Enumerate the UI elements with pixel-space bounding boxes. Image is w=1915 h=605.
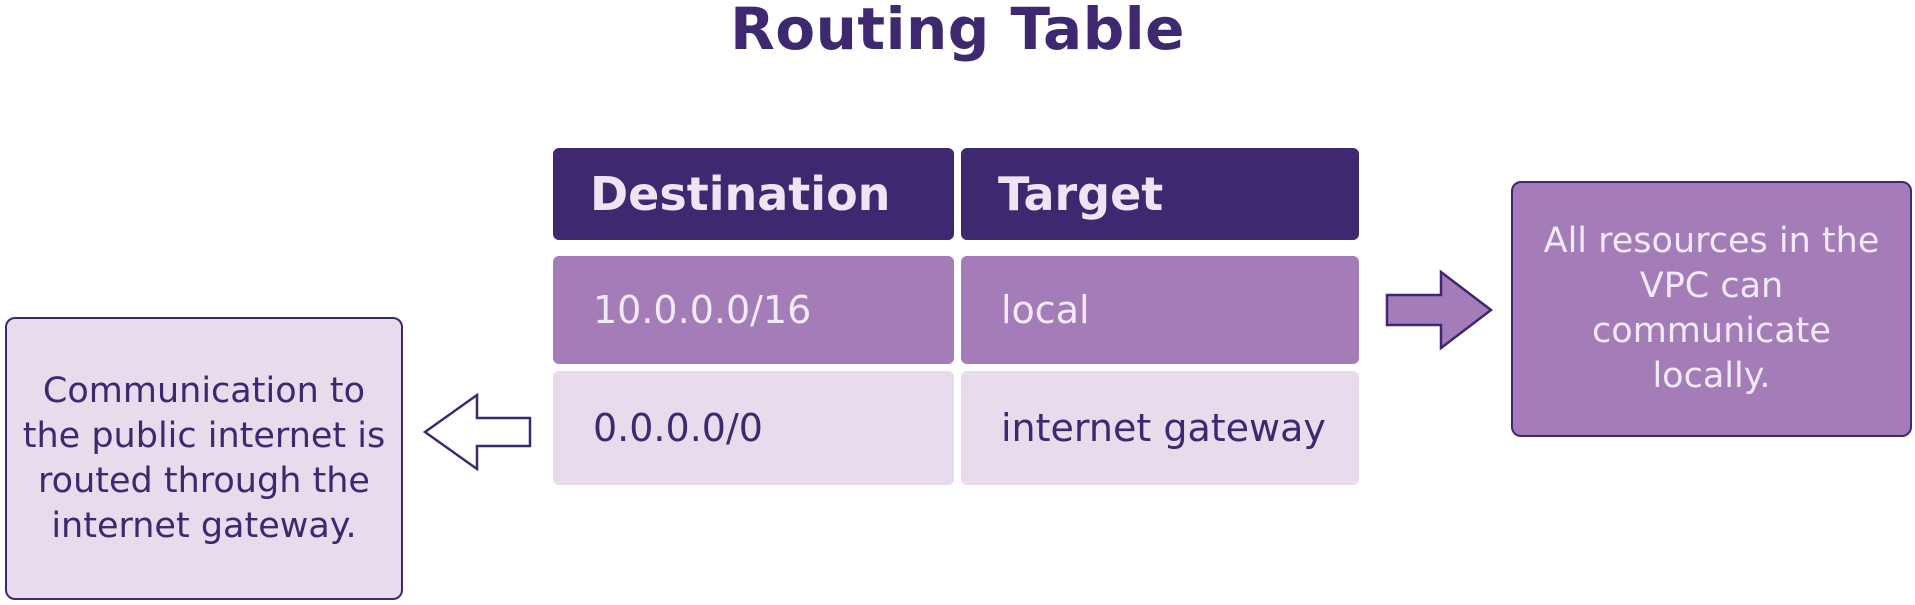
internet-routing-note-text: Communication to the public internet is … <box>22 370 386 546</box>
diagram-title: Routing Table <box>730 0 1185 63</box>
internet-routing-note: Communication to the public internet is … <box>5 317 403 600</box>
row1-destination: 10.0.0.0/16 <box>553 256 954 364</box>
arrow-right-icon <box>1385 269 1494 351</box>
row2-target: internet gateway <box>961 371 1359 485</box>
header-target: Target <box>961 148 1359 240</box>
header-destination: Destination <box>553 148 954 240</box>
local-routing-note: All resources in the VPC can communicate… <box>1511 181 1912 437</box>
local-routing-note-text: All resources in the VPC can communicate… <box>1543 221 1880 396</box>
arrow-left-icon <box>422 392 532 472</box>
row2-destination: 0.0.0.0/0 <box>553 371 954 485</box>
row1-target: local <box>961 256 1359 364</box>
